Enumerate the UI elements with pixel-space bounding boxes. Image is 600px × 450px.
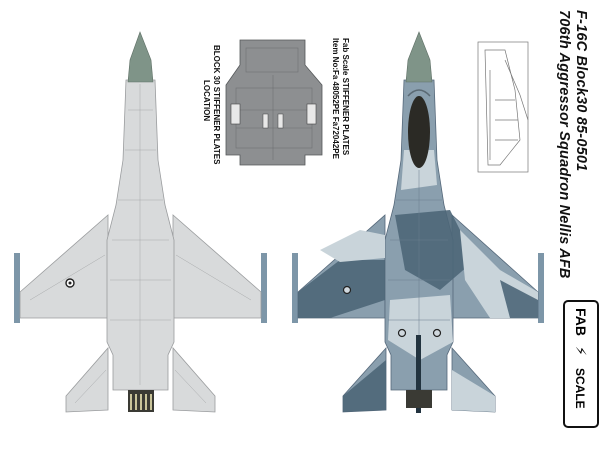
product-line1: Fab Scale STIFFENER PLATES: [341, 38, 350, 156]
canopy: [408, 96, 430, 168]
fuselage: [106, 79, 175, 391]
stiffener-panel-outline: [225, 39, 323, 166]
stiffener-caption-line2: LOCATION: [202, 80, 211, 122]
right-stabilizer: [172, 346, 216, 413]
side-profile-sketch: [477, 41, 529, 173]
radome: [127, 31, 154, 83]
camo-right-wingtip-rail: [538, 253, 544, 323]
nozzle-petals: [130, 394, 152, 410]
stiffener-caption-line1: BLOCK 30 STIFFENER PLATES: [212, 45, 221, 165]
product-line2: Item No:Fa 48052PE Fa72042PE: [331, 38, 340, 159]
stiffener-plate-left: [230, 103, 241, 125]
panel-lines: [29, 84, 252, 404]
left-wingtip-rail: [14, 253, 20, 323]
camo-pattern: [298, 150, 538, 412]
camo-fuselage-insignia-left: [397, 328, 407, 338]
vertical-tail: [416, 335, 421, 413]
logo-scale: SCALE: [573, 368, 587, 409]
aircraft-camo: [292, 31, 544, 413]
sheet-title-line2: 706th Aggressor Squadron Nellis AFB: [556, 10, 572, 279]
logo-bolt-icon: ⚡: [573, 346, 589, 356]
camo-left-wingtip-rail: [292, 253, 298, 323]
left-wing: [19, 214, 109, 319]
camo-radome: [405, 31, 433, 83]
logo-fab: FAB: [573, 308, 589, 336]
stiffener-plate-right: [306, 103, 317, 125]
aircraft-light-gray: [14, 31, 267, 413]
camo-wing-insignia: [342, 285, 352, 295]
stiffener-plates-diagram: [225, 39, 323, 166]
camo-exhaust-nozzle: [406, 390, 432, 408]
right-wingtip-rail: [261, 253, 267, 323]
fab-scale-logo: FAB ⚡ SCALE: [563, 300, 599, 428]
right-wing: [172, 214, 262, 319]
left-stabilizer: [65, 346, 109, 413]
sheet-title-line1: F-16C Block30 85-0501: [573, 10, 589, 172]
canopy-frame: [407, 89, 431, 97]
camo-fuselage-insignia-right: [432, 328, 442, 338]
